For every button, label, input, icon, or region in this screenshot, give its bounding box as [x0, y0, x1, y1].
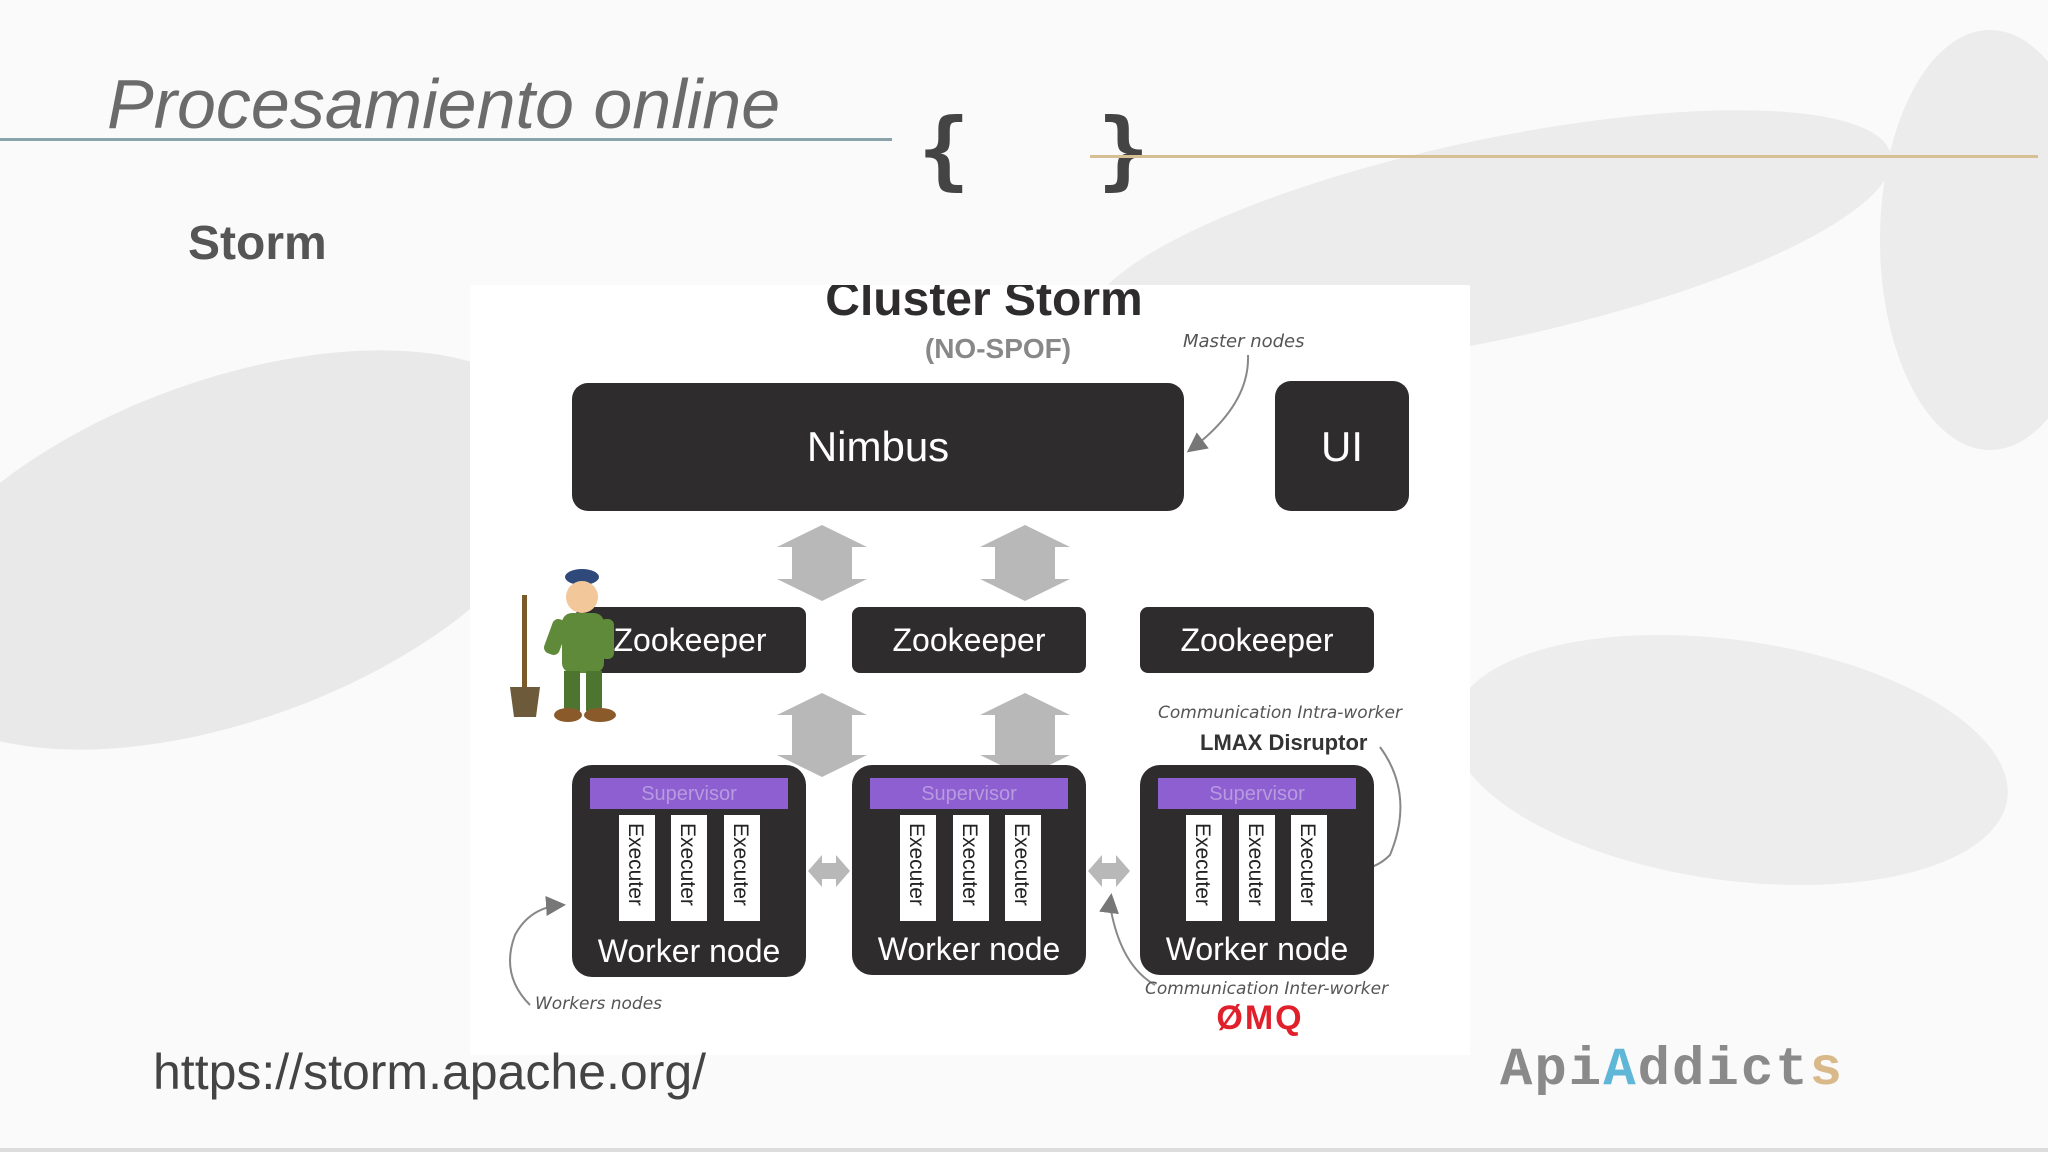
brand-part: A: [1603, 1040, 1638, 1101]
worker-node-label-1: Worker node: [598, 933, 781, 969]
executer-slot: [619, 815, 655, 921]
zookeeper-node-3: [1140, 607, 1374, 673]
executer-slot: [953, 815, 989, 921]
worker-node-2: Supervisor Executer Executer Executer Wo…: [852, 765, 1086, 975]
zookeeper-mascot-illustration: [510, 569, 616, 722]
slide-title: Procesamiento online: [107, 65, 781, 143]
executer-label: Executer: [1010, 823, 1033, 906]
executer-slot: [1186, 815, 1222, 921]
brand-part: ddict: [1637, 1040, 1810, 1101]
brand-part: Api: [1500, 1040, 1604, 1101]
worker-node-3: Supervisor Executer Executer Executer Wo…: [1140, 765, 1374, 975]
zookeeper-label-2: Zookeeper: [893, 622, 1046, 658]
source-url[interactable]: https://storm.apache.org/: [153, 1044, 707, 1100]
apiaddicts-logo: ApiAddicts: [1500, 1040, 1844, 1101]
lmax-disruptor-label: LMAX Disruptor: [1200, 730, 1368, 755]
zookeeper-label-1: Zookeeper: [614, 622, 767, 658]
zookeeper-node-1: [576, 607, 806, 673]
inter-worker-note-arrow: [1099, 893, 1156, 986]
master-nodes-note: Master nodes: [1183, 331, 1305, 352]
storm-cluster-diagram: Cluster Storm (NO-SPOF) Master nodes Nim…: [470, 285, 1470, 1055]
nimbus-label: Nimbus: [807, 423, 949, 470]
workers-nodes-note: Workers nodes: [535, 994, 662, 1014]
worker-node-label-2: Worker node: [878, 931, 1061, 967]
supervisor-label-2: Supervisor: [921, 783, 1017, 805]
braces-logo: { }: [918, 100, 1188, 200]
executer-label: Executer: [1296, 823, 1319, 906]
background-splash: [1880, 30, 2048, 450]
supervisor-bar-1: [590, 778, 788, 809]
supervisor-label-1: Supervisor: [641, 783, 737, 805]
executer-slot: [724, 815, 760, 921]
diagram-subtitle: (NO-SPOF): [925, 333, 1071, 364]
executer-slot: [1239, 815, 1275, 921]
supervisor-bar-3: [1158, 778, 1356, 809]
executer-label: Executer: [624, 823, 647, 906]
executer-label: Executer: [1191, 823, 1214, 906]
worker-node-label-3: Worker node: [1166, 931, 1349, 967]
zookeeper-node-2: [852, 607, 1086, 673]
ui-node: [1275, 381, 1409, 511]
executer-label: Executer: [676, 823, 699, 906]
slide-subtitle: Storm: [188, 217, 327, 270]
title-rule-left: [0, 138, 892, 141]
sync-arrow-4: [980, 693, 1070, 777]
executer-slot: [671, 815, 707, 921]
executer-label: Executer: [729, 823, 752, 906]
supervisor-bar-2: [870, 778, 1068, 809]
brand-part: s: [1809, 1040, 1845, 1101]
bottom-border: [0, 1148, 2048, 1152]
master-nodes-arrow: [1186, 354, 1250, 453]
worker-node-1: Supervisor Executer Executer Executer Wo…: [572, 765, 806, 977]
executer-label: Executer: [905, 823, 928, 906]
inter-worker-arrow-1: [808, 855, 850, 887]
intra-worker-note: Communication Intra-worker: [1158, 703, 1403, 723]
inter-worker-arrow-2: [1088, 855, 1130, 887]
supervisor-label-3: Supervisor: [1209, 783, 1305, 805]
title-rule-right: [1090, 155, 2038, 158]
executer-label: Executer: [1244, 823, 1267, 906]
ui-label: UI: [1321, 423, 1363, 470]
executer-label: Executer: [958, 823, 981, 906]
executer-slot: [1005, 815, 1041, 921]
diagram-title: Cluster Storm: [825, 285, 1142, 326]
nimbus-node: [572, 383, 1184, 511]
inter-worker-note: Communication Inter-worker: [1145, 979, 1389, 999]
executer-slot: [1291, 815, 1327, 921]
sync-arrow-2: [980, 525, 1070, 601]
sync-arrow-3: [777, 693, 867, 777]
background-splash: [1436, 602, 2024, 918]
workers-nodes-arrow: [509, 896, 566, 1006]
zookeeper-label-3: Zookeeper: [1181, 622, 1334, 658]
executer-slot: [900, 815, 936, 921]
sync-arrow-1: [777, 525, 867, 601]
zmq-label: ØMQ: [1216, 999, 1303, 1037]
